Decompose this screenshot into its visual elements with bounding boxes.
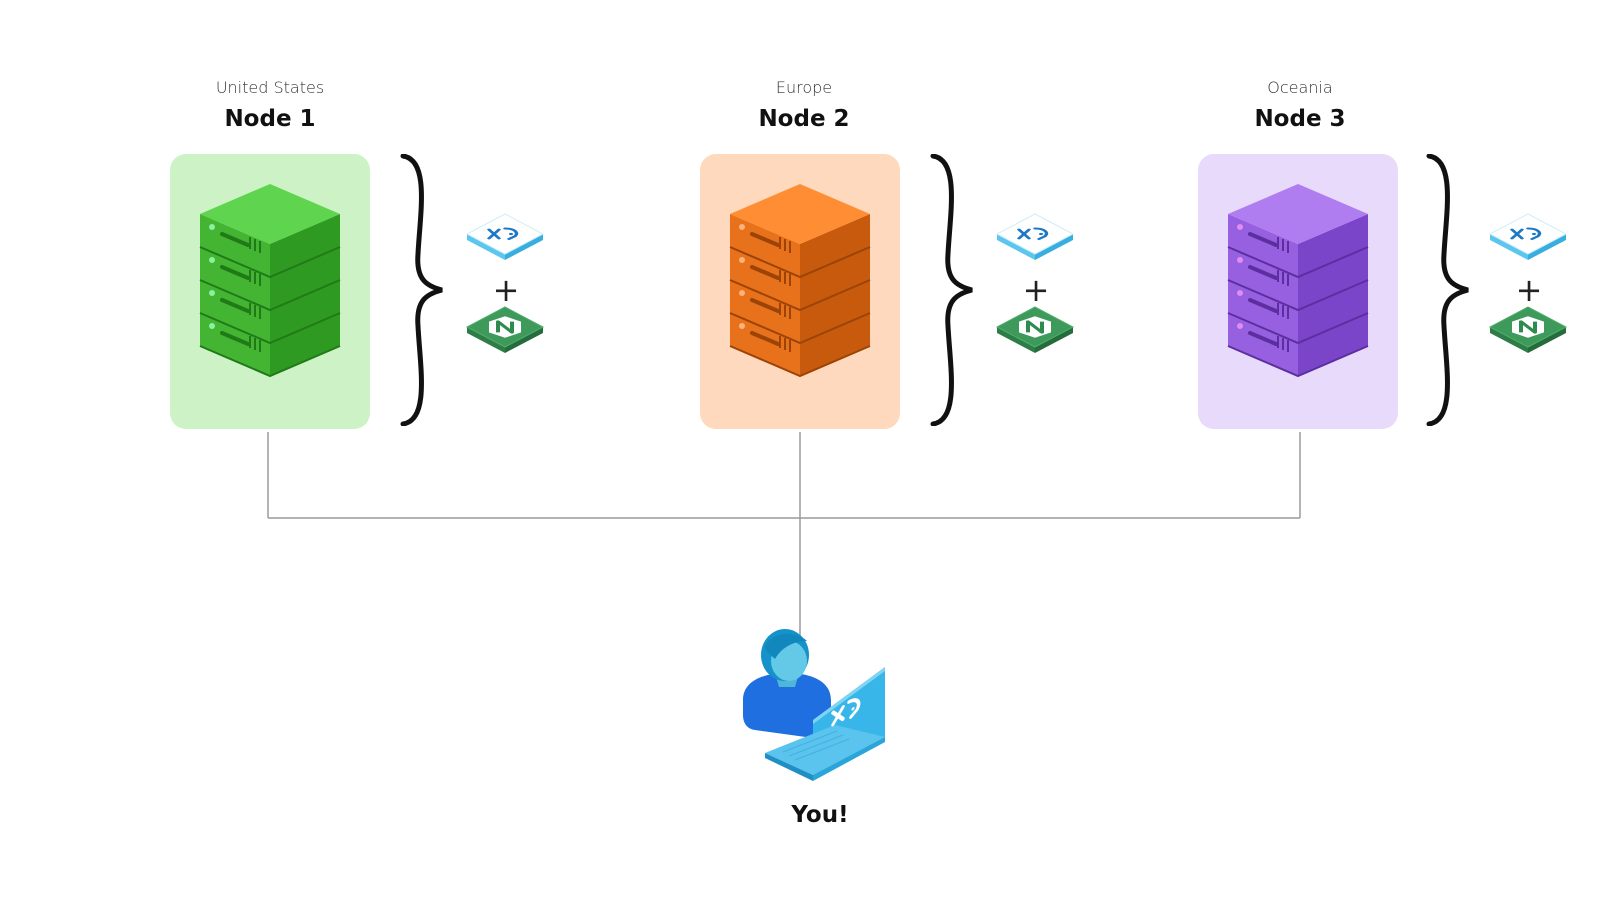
node-3-server-box (1198, 154, 1398, 429)
user-label: You! (791, 802, 849, 828)
node-3-brace (1426, 154, 1469, 426)
node-2-region: Europe (775, 78, 833, 97)
node-1-xray-tile (465, 212, 545, 266)
xray-logo-icon (465, 213, 545, 260)
node-2-nginx-tile (995, 305, 1075, 359)
node-1-brace (400, 154, 443, 426)
nginx-logo-icon (995, 306, 1075, 353)
node-1-region: United States (215, 78, 325, 97)
nginx-logo-icon (1488, 306, 1568, 353)
node-1-title: Node 1 (224, 106, 316, 132)
xray-logo-icon (1488, 213, 1568, 260)
user-with-laptop-icon (743, 629, 885, 781)
node-3-nginx-tile (1488, 305, 1568, 359)
server-stack-icon (729, 184, 871, 378)
node-2-brace (930, 154, 973, 426)
node-2-server-box (700, 154, 900, 429)
node-3-xray-tile (1488, 212, 1568, 266)
server-stack-icon (1227, 184, 1369, 378)
node-3-title: Node 3 (1254, 106, 1346, 132)
nginx-logo-icon (465, 306, 545, 353)
node-2-title: Node 2 (758, 106, 850, 132)
node-2-xray-tile (995, 212, 1075, 266)
node-3-region: Oceania (1267, 78, 1333, 97)
node-1-nginx-tile (465, 305, 545, 359)
node-2-plus: + (1022, 271, 1050, 309)
node-1-server-box (170, 154, 370, 429)
node-1-plus: + (492, 271, 520, 309)
server-stack-icon (199, 184, 341, 378)
node-3-plus: + (1515, 271, 1543, 309)
xray-logo-icon (995, 213, 1075, 260)
